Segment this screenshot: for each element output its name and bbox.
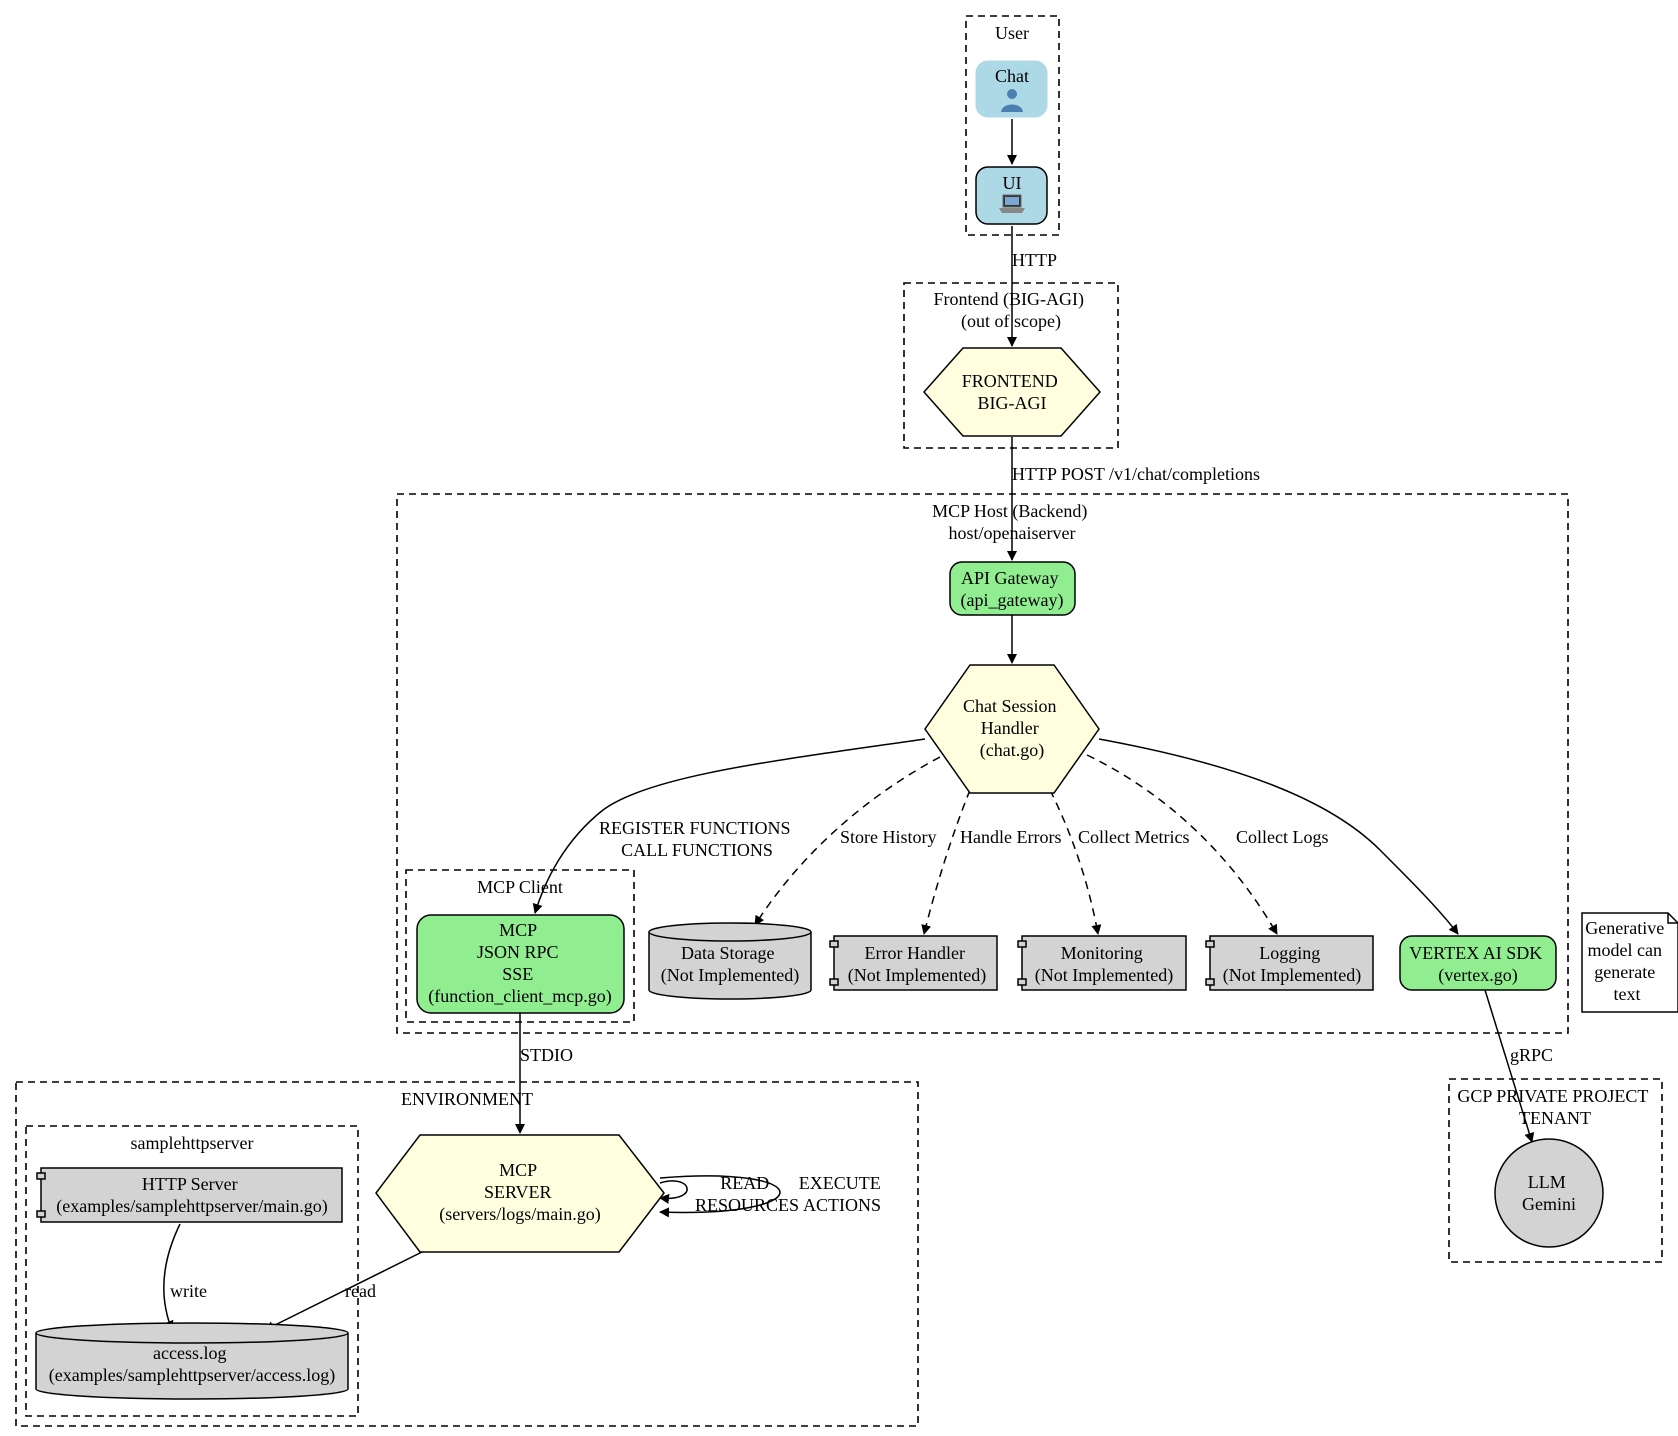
node-mcp-server: MCP SERVER (servers/logs/main.go)	[375, 1134, 665, 1253]
edge-stdio: STDIO	[515, 1013, 573, 1134]
edge-label-store-history: Store History	[840, 827, 937, 847]
edge-write: write	[163, 1223, 207, 1331]
cluster-environment-label: ENVIRONMENT	[401, 1089, 533, 1109]
node-frontend-label: FRONTEND BIG-AGI	[962, 371, 1063, 413]
node-monitoring: Monitoring (Not Implemented)	[1017, 935, 1187, 991]
cluster-samplehttpserver: samplehttpserver	[25, 1125, 359, 1417]
cluster-environment: ENVIRONMENT	[15, 1081, 919, 1427]
laptop-icon	[999, 194, 1025, 213]
edge-label-stdio: STDIO	[520, 1045, 573, 1065]
cluster-frontend-label: Frontend (BIG-AGI) (out of scope)	[934, 289, 1089, 332]
cluster-user-label: User	[995, 23, 1029, 43]
node-ui-label: UI	[1003, 173, 1022, 193]
cluster-frontend: Frontend (BIG-AGI) (out of scope)	[903, 282, 1119, 449]
node-error-handler-label: Error Handler (Not Implemented)	[848, 943, 986, 986]
edge-grpc: gRPC	[1484, 989, 1553, 1143]
cluster-gcp: GCP PRIVATE PROJECT TENANT	[1448, 1078, 1663, 1263]
node-data-storage-label: Data Storage (Not Implemented)	[661, 943, 799, 986]
node-access-log-label: access.log (examples/samplehttpserver/ac…	[49, 1343, 335, 1386]
edge-label-http: HTTP	[1012, 250, 1057, 270]
node-error-handler: Error Handler (Not Implemented)	[829, 935, 998, 991]
edge-handle-errors: Handle Errors	[921, 789, 1061, 935]
node-frontend: FRONTEND BIG-AGI	[922, 347, 1102, 437]
node-vertex-ai-sdk: VERTEX AI SDK (vertex.go)	[1399, 935, 1557, 991]
node-logging: Logging (Not Implemented)	[1205, 935, 1374, 991]
edge-collect-logs: Collect Logs	[1086, 754, 1329, 935]
node-logging-label: Logging (Not Implemented)	[1223, 943, 1361, 986]
node-llm-label: LLM Gemini	[1522, 1172, 1576, 1214]
edge-vertex	[1098, 738, 1459, 935]
edge-label-read: read	[345, 1281, 376, 1301]
edge-read-resources-loop: READ RESOURCES	[659, 1173, 799, 1215]
edge-label-write: write	[170, 1281, 207, 1301]
node-vertex-label: VERTEX AI SDK (vertex.go)	[1409, 943, 1546, 986]
edge-label-grpc: gRPC	[1510, 1045, 1553, 1065]
edge-register-functions: REGISTER FUNCTIONS CALL FUNCTIONS	[532, 738, 926, 914]
node-api-gateway-label: API Gateway (api_gateway)	[961, 568, 1064, 611]
user-icon	[1001, 89, 1023, 112]
edge-frontend-api-gateway: HTTP POST /v1/chat/completions	[1007, 437, 1260, 561]
node-access-log: access.log (examples/samplehttpserver/ac…	[35, 1322, 349, 1400]
node-mcp-client-label: MCP JSON RPC SSE (function_client_mcp.go…	[428, 920, 611, 1007]
node-http-server: HTTP Server (examples/samplehttpserver/m…	[36, 1167, 343, 1223]
edge-read: read	[264, 1247, 431, 1331]
edge-store-history: Store History	[754, 756, 941, 926]
node-mcp-client: MCP JSON RPC SSE (function_client_mcp.go…	[416, 914, 625, 1014]
edge-label-collect-logs: Collect Logs	[1236, 827, 1329, 847]
node-http-server-label: HTTP Server (examples/samplehttpserver/m…	[56, 1174, 327, 1217]
edge-ui-frontend: HTTP	[1007, 226, 1057, 347]
cluster-user: User	[965, 15, 1060, 236]
node-note: Generative model can generate text	[1581, 912, 1678, 1013]
node-note-label: Generative model can generate text	[1585, 918, 1668, 1004]
node-monitoring-label: Monitoring (Not Implemented)	[1035, 943, 1173, 986]
node-mcp-server-label: MCP SERVER (servers/logs/main.go)	[439, 1160, 600, 1225]
edge-label-collect-metrics: Collect Metrics	[1078, 827, 1189, 847]
node-data-storage: Data Storage (Not Implemented)	[648, 922, 812, 1000]
edge-label-execute-actions: EXECUTE ACTIONS	[799, 1173, 885, 1215]
node-ui: UI	[975, 166, 1048, 225]
cluster-gcp-label: GCP PRIVATE PROJECT TENANT	[1457, 1086, 1652, 1128]
node-chat-session-handler: Chat Session Handler (chat.go)	[924, 664, 1100, 794]
edge-collect-metrics: Collect Metrics	[1049, 789, 1189, 935]
cluster-mcp-client-label: MCP Client	[477, 877, 563, 897]
edge-execute-actions-loop: EXECUTE ACTIONS	[659, 1173, 885, 1218]
node-chat: Chat	[975, 60, 1048, 118]
node-llm-gemini: LLM Gemini	[1494, 1138, 1604, 1248]
node-chat-label: Chat	[995, 66, 1029, 86]
edge-label-handle-errors: Handle Errors	[960, 827, 1061, 847]
cluster-samplehttpserver-label: samplehttpserver	[131, 1133, 254, 1153]
edge-label-http-post: HTTP POST /v1/chat/completions	[1012, 464, 1260, 484]
node-api-gateway: API Gateway (api_gateway)	[949, 561, 1076, 616]
edge-label-register-functions: REGISTER FUNCTIONS CALL FUNCTIONS	[599, 818, 795, 860]
node-chat-session-label: Chat Session Handler (chat.go)	[963, 696, 1061, 761]
